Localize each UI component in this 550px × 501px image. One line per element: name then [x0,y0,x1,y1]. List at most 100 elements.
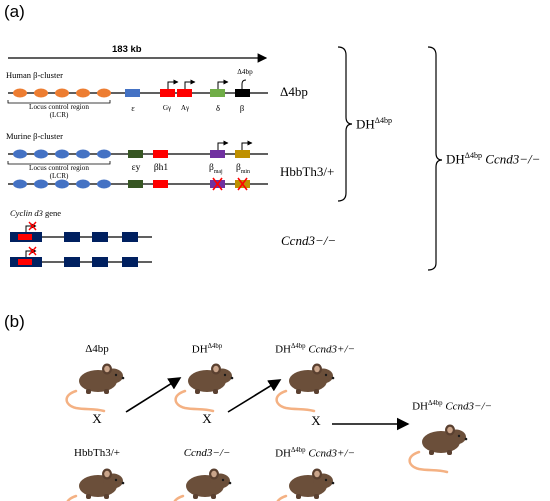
delta-gene [210,89,225,97]
bmin-deleted-mark [237,177,248,191]
cyclin-gene-name: Cyclin d3 [10,208,43,218]
bmaj-label: βmaj [209,163,223,175]
g-gamma-label: Gγ [162,104,172,112]
bmin-sub: min [240,168,250,175]
human-lcr-abbr: (LCR) [49,111,69,119]
mouse-dh-het-1 [275,362,336,413]
bmaj-base: β [209,163,214,173]
cross1-bottom-label: HbbTh3/+ [74,447,120,459]
cyclin-exon2-1 [64,232,80,242]
cross2-symbol: X [202,411,212,426]
delta-promoter-arrow [217,79,229,89]
cyclin-knockout-mark-2 [28,246,37,256]
murine-lcr-sites-2 [13,179,111,189]
bmaj-sub: maj [213,168,223,175]
beta-gene [235,89,250,97]
human-lcr-bracket [7,100,111,104]
cyclin-exon2-2 [64,257,80,267]
panel-a-label: (a) [4,2,25,21]
murine-cluster-title: Murine β-cluster [6,131,63,141]
cross3-bottom-gene: Ccnd3+/− [308,447,355,460]
cross2-bottom-label: Ccnd3−/− [183,447,231,459]
murine-lcr-label: Locus control region (LCR) [29,164,119,180]
cross2-top-sup: Δ4bp [207,343,223,350]
cyclin-red-insert-2 [18,259,32,265]
ey-gene-2 [128,180,143,188]
deletion-label: Δ4bp [237,68,253,76]
cyclin-gene-title: Cyclin d3 gene [10,208,61,218]
beta-label: β [239,103,245,113]
genotype-dh-ccnd3-sup: Δ4bp [464,151,483,160]
human-cluster-title: Human β-cluster [6,70,63,80]
cyclin-red-insert-1 [18,234,32,240]
cross2-top-label: DHΔ4bp [192,343,223,356]
mouse-dh-het-2 [275,467,336,501]
epsilon-label: ε [131,103,135,113]
human-lcr-label: Locus control region (LCR) [29,103,119,119]
bmaj-promoter-arrow [217,140,229,150]
epsilon-gene [125,89,140,97]
delta-label: δ [215,103,221,113]
cross1-symbol: X [92,411,102,426]
murine-lcr-sites-1 [13,149,111,159]
g-gamma-gene [160,89,175,97]
beta-deletion-mark [241,79,247,89]
cross3-top-label: DHΔ4bp Ccnd3+/− [275,343,355,356]
cross3-symbol: X [311,413,321,428]
result-sup: Δ4bp [427,400,443,407]
scale-label: 183 kb [112,44,142,55]
cross3-bottom-label: DHΔ4bp Ccnd3+/− [275,447,355,460]
mouse-ccnd3-ko [172,467,233,501]
cyclin-knockout-mark-1 [28,221,37,231]
result-label: DHΔ4bp Ccnd3−/− [412,400,492,413]
mouse-hbbth3 [65,467,126,501]
genotype-dh-base: DH [356,116,375,132]
bmin-promoter-arrow [241,140,253,150]
mouse-d4bp [65,362,126,413]
ey-gene-1 [128,150,143,158]
mouse-dh-ccnd3-ko [408,423,469,474]
mouse-dh [174,362,235,413]
genotype-ccnd3: Ccnd3−/− [281,233,337,248]
bmin-base: β [236,163,241,173]
bmin-label: βmin [236,163,250,175]
cross3-bottom-sup: Δ4bp [290,447,306,454]
bh1-gene-2 [153,180,168,188]
cross3-top-base: DH [275,343,291,356]
genotype-dh-ccnd3-gene: Ccnd3−/− [485,151,541,167]
murine-lcr-bracket [7,161,111,165]
murine-lcr-abbr: (LCR) [49,172,69,180]
cyclin-exon4-1 [122,232,138,242]
a-gamma-gene [177,89,192,97]
cyclin-gene-suffix: gene [42,208,61,218]
cross3-top-sup: Δ4bp [290,343,306,350]
bh1-label: βh1 [153,163,169,173]
genotype-dh-ccnd3: DHΔ4bp Ccnd3−/− [446,151,540,167]
bmaj-deleted-mark [212,177,223,191]
genotype-dh: DHΔ4bp [356,116,392,132]
genotype-hbbth3: HbbTh3/+ [280,164,335,179]
bmaj-gene-1 [210,150,225,158]
human-lcr-text: Locus control region [29,103,89,111]
a-gamma-promoter-arrow [184,79,196,89]
genotype-dh-sup: Δ4bp [374,116,393,125]
cyclin-exon3-1 [92,232,108,242]
panel-b-label: (b) [4,312,25,331]
genotype-d4bp: Δ4bp [280,84,308,99]
result-gene: Ccnd3−/− [445,400,492,413]
g-gamma-promoter-arrow [167,79,179,89]
murine-lcr-text: Locus control region [29,164,89,172]
bmin-gene-1 [235,150,250,158]
cyclin-exon4-2 [122,257,138,267]
cross2-top-base: DH [191,343,208,356]
cross1-top-label: Δ4bp [85,343,109,355]
cross2-arrow [227,379,282,413]
result-base: DH [412,400,428,413]
dh-brace [337,46,353,202]
human-lcr-sites [13,88,111,98]
a-gamma-label: Aγ [180,104,190,112]
dh-ccnd3-brace [427,46,443,271]
ey-label: εy [131,163,141,173]
